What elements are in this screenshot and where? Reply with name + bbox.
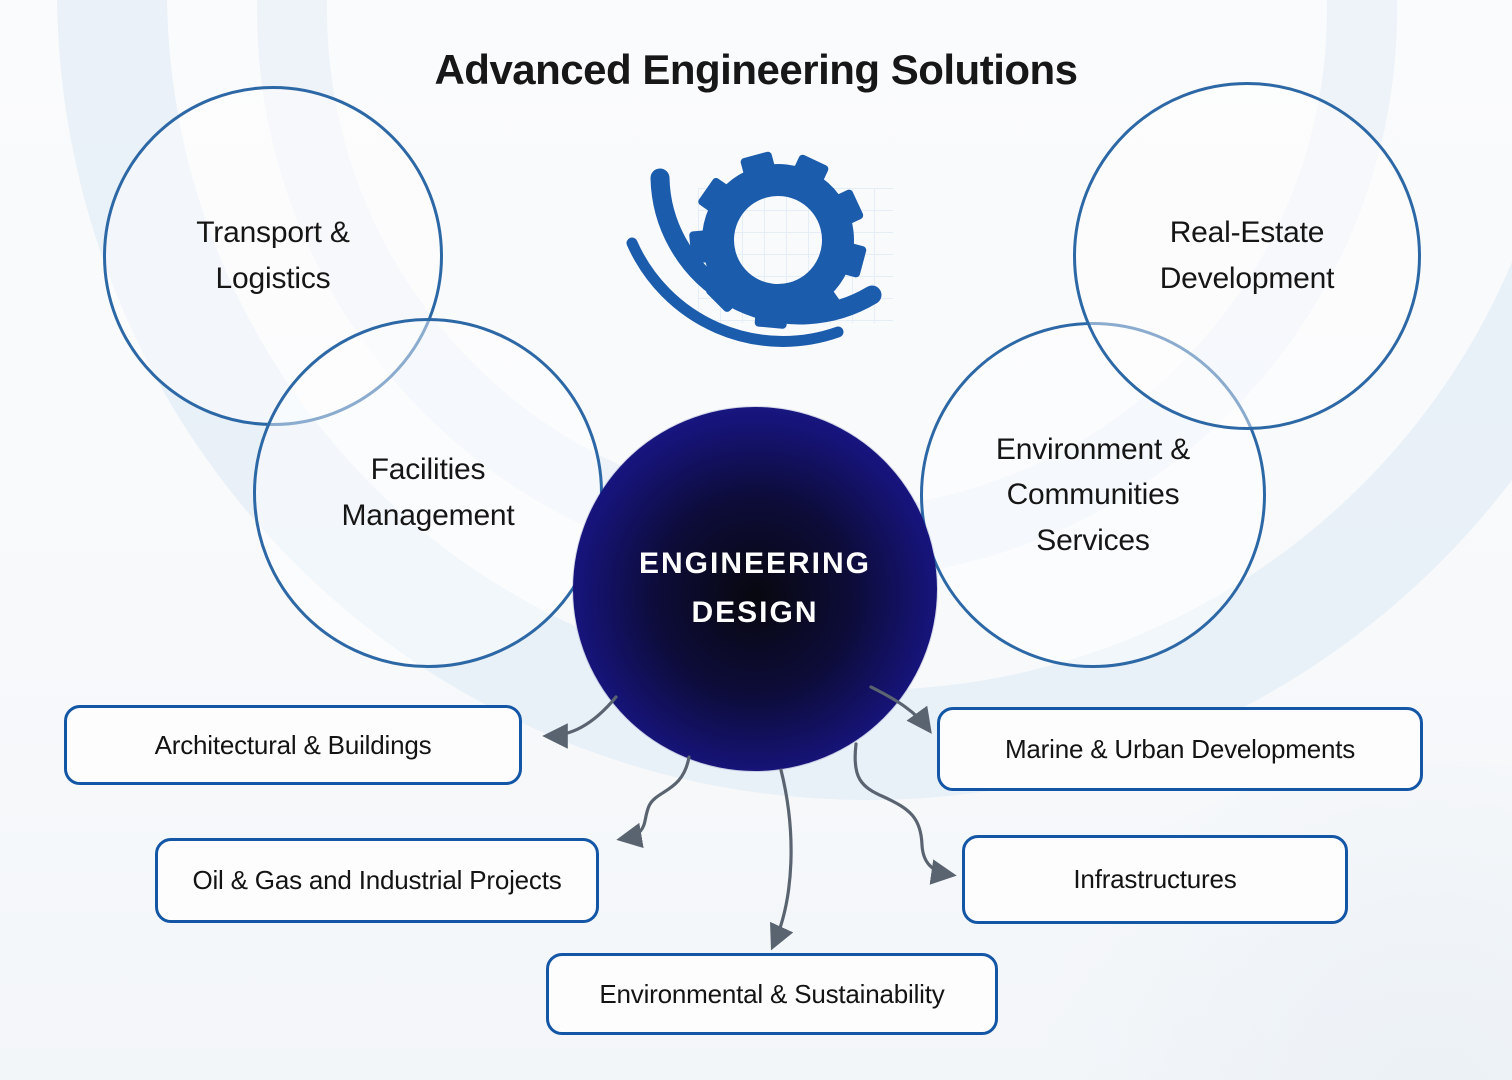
- label-line: Facilities: [370, 453, 486, 487]
- central-circle-engineering-design: ENGINEERING DESIGN: [573, 407, 937, 771]
- service-label: Oil & Gas and Industrial Projects: [192, 865, 562, 895]
- satellite-circle-facilities-management: Facilities Management: [253, 318, 603, 668]
- label-line: ENGINEERING: [638, 547, 872, 581]
- satellite-label: Real-Estate Development: [1160, 210, 1335, 301]
- satellite-label: Environment & Communities Services: [996, 427, 1190, 564]
- label-line: DESIGN: [691, 596, 819, 629]
- label-line: Transport &: [196, 216, 350, 250]
- service-label: Infrastructures: [1073, 864, 1237, 894]
- satellite-label: Transport & Logistics: [196, 210, 350, 301]
- connector-arrow-architectural: [542, 695, 618, 749]
- label-line: Real-Estate: [1169, 216, 1325, 250]
- service-box-architectural-buildings: Architectural & Buildings: [64, 705, 522, 785]
- label-line: Services: [1036, 523, 1150, 557]
- service-box-marine-urban-developments: Marine & Urban Developments: [937, 707, 1423, 791]
- service-box-infrastructures: Infrastructures: [962, 835, 1348, 924]
- label-line: Management: [341, 499, 515, 532]
- logo-grid-pattern: [698, 188, 893, 323]
- service-label: Marine & Urban Developments: [1004, 733, 1356, 764]
- service-label: Architectural & Buildings: [154, 729, 432, 760]
- central-label: ENGINEERING DESIGN: [639, 540, 871, 637]
- service-box-oil-gas-industrial: Oil & Gas and Industrial Projects: [155, 838, 599, 923]
- service-box-environmental-sustainability: Environmental & Sustainability: [546, 953, 998, 1035]
- label-line: Development: [1159, 262, 1335, 295]
- satellite-label: Facilities Management: [341, 447, 514, 538]
- connector-arrow-oil-gas: [616, 755, 691, 849]
- service-label: Environmental & Sustainability: [599, 978, 945, 1009]
- label-line: Logistics: [215, 262, 331, 295]
- label-line: Communities: [1006, 478, 1180, 512]
- label-line: Environment &: [995, 432, 1191, 466]
- connector-arrow-environmental: [770, 768, 794, 951]
- satellite-circle-real-estate-development: Real-Estate Development: [1073, 82, 1421, 430]
- page-title: Advanced Engineering Solutions: [434, 46, 1078, 93]
